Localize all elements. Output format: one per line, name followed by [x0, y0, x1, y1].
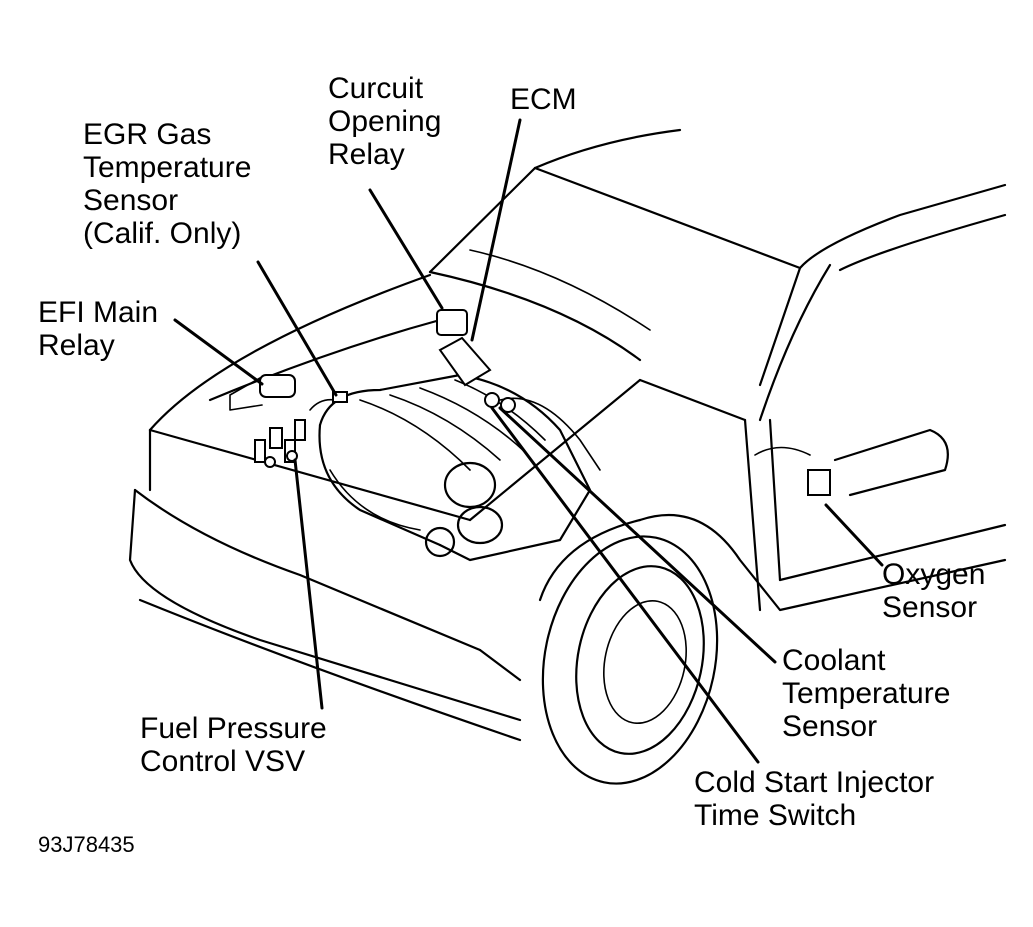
label-line: Sensor: [83, 184, 179, 217]
label-cold-start-injector: Cold Start Injector Time Switch: [694, 766, 934, 832]
oxygen-sensor-part: [754, 428, 949, 497]
label-line: Curcuit: [328, 72, 424, 105]
label-line: Fuel Pressure: [140, 712, 327, 745]
label-line: Oxygen: [882, 558, 986, 591]
label-line: Cold Start Injector: [694, 766, 935, 799]
label-fuel-pressure-vsv: Fuel Pressure Control VSV: [140, 712, 327, 778]
label-line: Relay: [328, 138, 405, 171]
label-egr-gas-temp-sensor: EGR Gas Temperature Sensor (Calif. Only): [83, 118, 251, 250]
engine-block: [318, 373, 601, 562]
leader-egr-sensor: [256, 260, 338, 397]
label-line: Temperature: [83, 151, 252, 184]
ecm-part: [438, 336, 492, 387]
label-line: Control VSV: [140, 745, 306, 778]
label-ecm: ECM: [510, 83, 577, 116]
label-line: EGR Gas: [83, 118, 212, 151]
efi-main-relay-part: [229, 374, 296, 411]
body-outline: [128, 273, 1007, 742]
label-line: Coolant: [782, 644, 886, 677]
leader-fuel-vsv: [293, 458, 324, 710]
label-line: (Calif. Only): [83, 217, 242, 250]
leader-ecm: [470, 118, 522, 342]
label-coolant-temp-sensor: Coolant Temperature Sensor: [782, 644, 950, 743]
leader-lines: [173, 118, 884, 764]
label-efi-main-relay: EFI Main Relay: [38, 296, 158, 362]
leader-coolant-sensor: [498, 406, 777, 664]
coolant-sensor-part: [484, 392, 516, 413]
hood-outline: [428, 128, 802, 387]
front-wheel: [538, 518, 719, 785]
cab-outline: [743, 183, 1007, 612]
label-curcuit-opening-relay: Curcuit Opening Relay: [328, 72, 441, 171]
label-line: Sensor: [882, 591, 978, 624]
leader-oxygen-sensor: [824, 503, 884, 567]
leader-efi-relay: [173, 318, 264, 386]
label-oxygen-sensor: Oxygen Sensor: [882, 558, 985, 624]
label-line: Sensor: [782, 710, 878, 743]
vsv-parts: [254, 419, 306, 468]
figure-number: 93J78435: [38, 832, 135, 857]
label-line: Time Switch: [694, 799, 857, 832]
circuit-opening-relay-part: [436, 309, 468, 336]
label-line: Opening: [328, 105, 442, 138]
label-line: ECM: [510, 83, 577, 116]
egr-sensor-part: [309, 391, 348, 411]
label-line: Temperature: [782, 677, 951, 710]
label-line: EFI Main: [38, 296, 159, 329]
leader-cold-start: [490, 406, 760, 764]
leader-circuit-relay: [368, 188, 444, 310]
label-line: Relay: [38, 329, 115, 362]
